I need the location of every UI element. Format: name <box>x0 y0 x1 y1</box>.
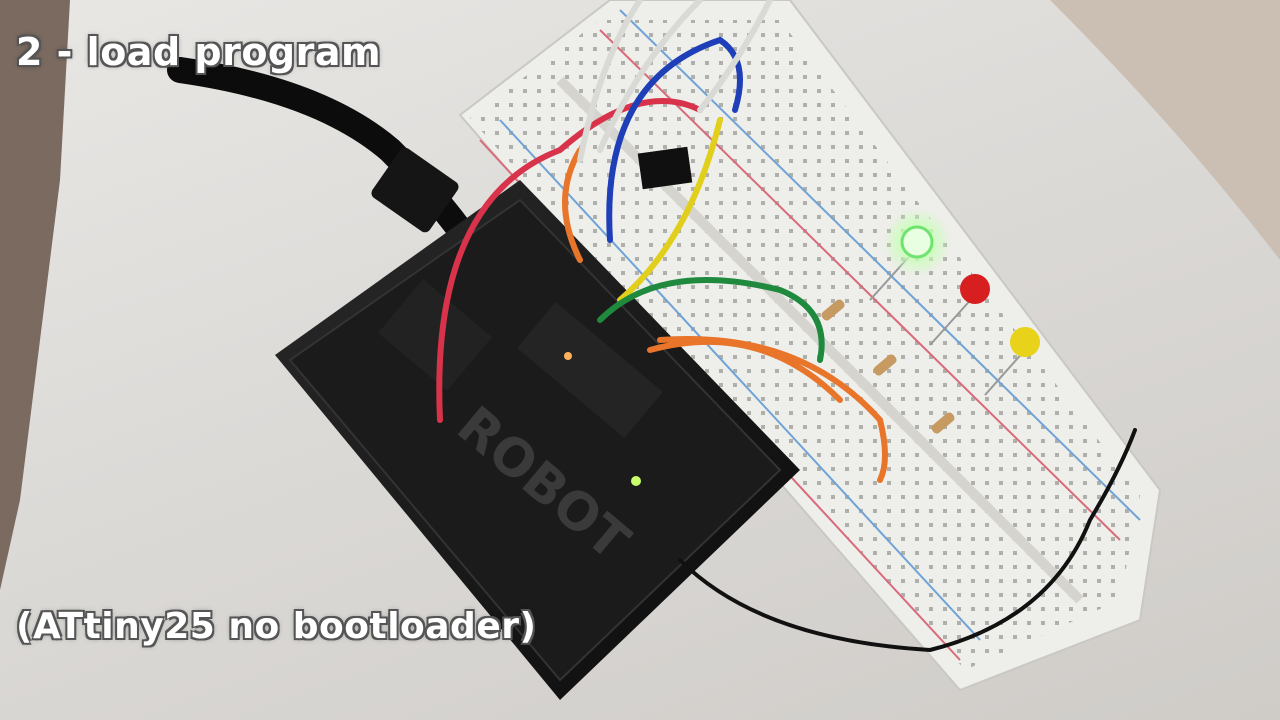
jumper-wires <box>436 0 1137 653</box>
resistor <box>931 412 955 434</box>
wire-red <box>436 98 703 423</box>
wire-yellow <box>617 117 723 303</box>
chip-note-caption: (ATtiny25 no bootloader) <box>16 606 537 647</box>
resistor <box>873 354 897 376</box>
leds <box>869 208 1040 396</box>
wire-orange <box>562 147 888 483</box>
led-green <box>900 225 934 259</box>
resistor <box>821 299 845 321</box>
step-title-caption: 2 - load program <box>16 30 382 74</box>
attiny-chip <box>637 146 693 190</box>
background-shadow <box>0 0 70 590</box>
wire-green <box>597 277 825 363</box>
wire-black <box>678 428 1137 653</box>
wire-white <box>577 0 773 163</box>
status-led <box>564 352 572 360</box>
hand-shape <box>1050 0 1280 260</box>
resistors <box>821 299 955 434</box>
arduino-board: ROBOT <box>275 180 800 700</box>
usb-plug <box>371 147 459 233</box>
led-yellow <box>1010 327 1040 357</box>
led-red <box>960 274 990 304</box>
wire-blue <box>606 36 743 243</box>
power-indicator-led <box>631 476 641 486</box>
